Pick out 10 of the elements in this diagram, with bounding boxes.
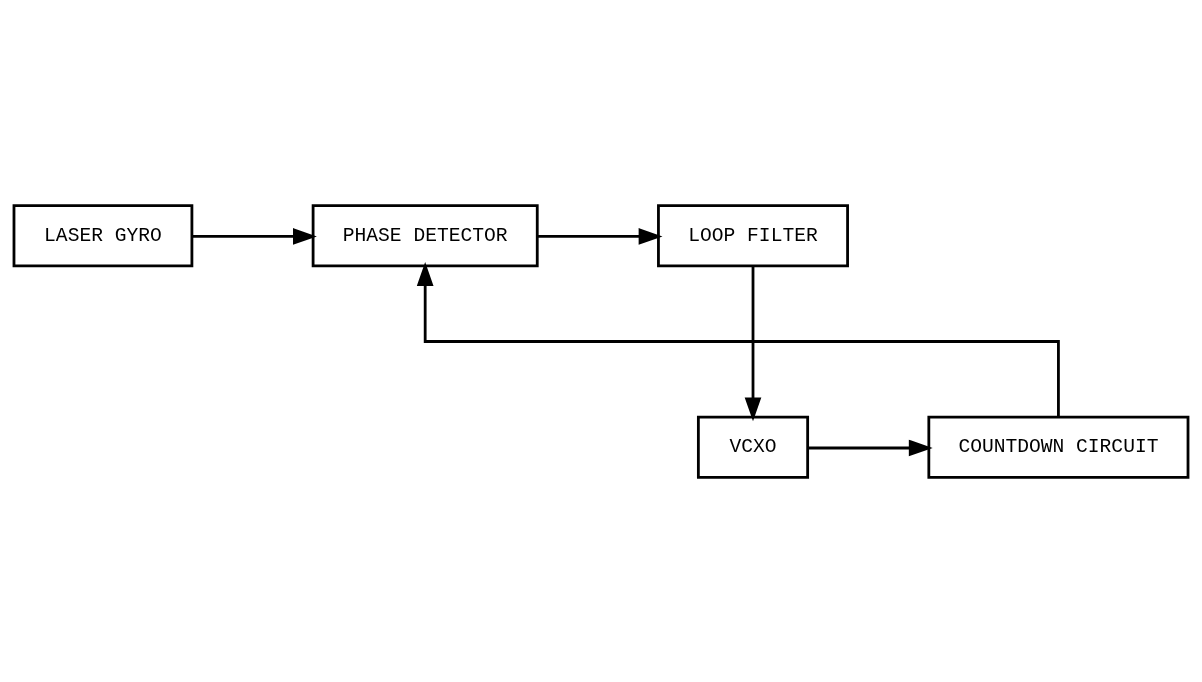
node-box: PHASE DETECTOR xyxy=(311,203,539,267)
arrow xyxy=(744,265,762,421)
arrow xyxy=(416,261,1060,417)
node-box: COUNTDOWN CIRCUIT xyxy=(927,415,1190,479)
node-box: LOOP FILTER xyxy=(657,203,849,267)
node-box: LASER GYRO xyxy=(12,203,194,267)
arrow xyxy=(807,439,933,456)
arrow xyxy=(537,227,663,245)
node-box: VCXO xyxy=(696,415,810,479)
arrow xyxy=(192,227,317,245)
